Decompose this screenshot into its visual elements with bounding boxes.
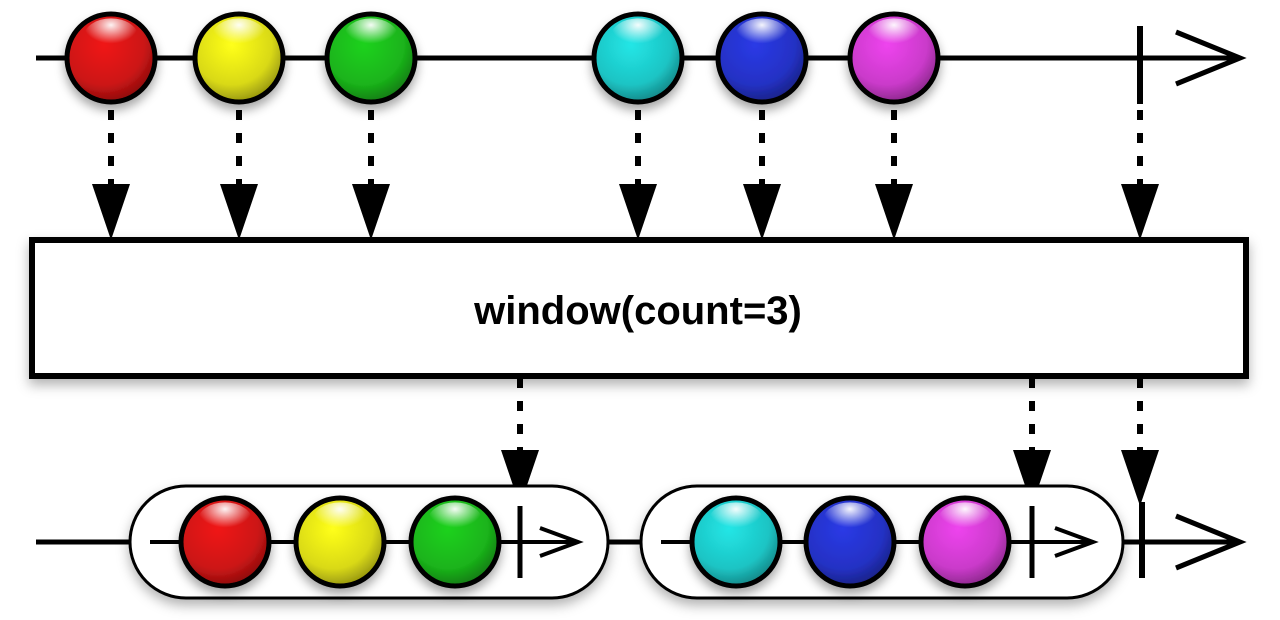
marble-red bbox=[178, 495, 272, 589]
source-marbles bbox=[64, 11, 941, 105]
window-2 bbox=[639, 484, 1125, 600]
dotted-arrow bbox=[220, 110, 258, 240]
marble-green bbox=[324, 11, 418, 105]
dotted-arrow bbox=[743, 110, 781, 240]
dotted-arrow bbox=[352, 110, 390, 240]
marble-yellow bbox=[192, 11, 286, 105]
dotted-arrow bbox=[501, 378, 539, 506]
dotted-arrow bbox=[619, 110, 657, 240]
dotted-arrow bbox=[92, 110, 130, 240]
marble-blue bbox=[803, 495, 897, 589]
marble-yellow bbox=[293, 495, 387, 589]
output-arrows bbox=[501, 378, 1159, 506]
marble-cyan bbox=[689, 495, 783, 589]
marble-cyan bbox=[591, 11, 685, 105]
marble-red bbox=[64, 11, 158, 105]
operator-box: window(count=3) bbox=[29, 237, 1249, 379]
dotted-arrow bbox=[1121, 378, 1159, 506]
operator-label: window(count=3) bbox=[473, 289, 802, 333]
marble-magenta bbox=[847, 11, 941, 105]
operator-box-rect bbox=[29, 237, 1249, 379]
dotted-arrow bbox=[1121, 110, 1159, 240]
output-arrowhead bbox=[1175, 513, 1247, 571]
window-1 bbox=[128, 484, 610, 600]
marble-green bbox=[408, 495, 502, 589]
marble-blue bbox=[715, 11, 809, 105]
input-arrows bbox=[92, 110, 1159, 240]
output-windows bbox=[128, 484, 1125, 600]
dotted-arrow bbox=[1013, 378, 1051, 506]
dotted-arrow bbox=[875, 110, 913, 240]
source-arrowhead bbox=[1175, 29, 1247, 87]
marble-magenta bbox=[918, 495, 1012, 589]
